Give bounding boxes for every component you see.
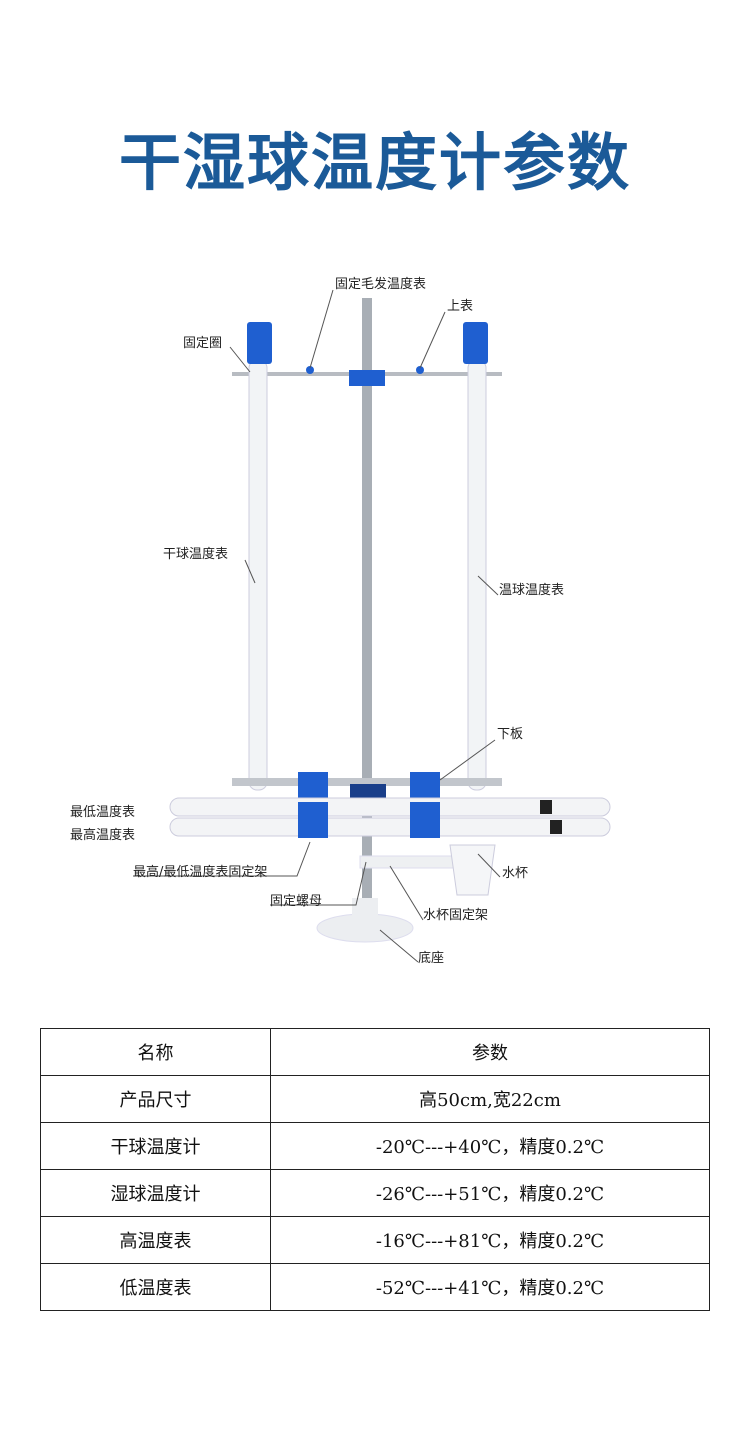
- table-row: 产品尺寸高50cm,宽22cm: [40, 1075, 710, 1123]
- table-row: 低温度表-52℃---+41℃，精度0.2℃: [40, 1263, 710, 1311]
- label-upper-plate: 上表: [447, 299, 474, 314]
- cell-name: 低温度表: [40, 1263, 271, 1311]
- label-wet-bulb: 温球温度表: [499, 583, 565, 598]
- cell-value: -20℃---+40℃，精度0.2℃: [270, 1122, 710, 1170]
- cell-value: 高50cm,宽22cm: [270, 1075, 710, 1123]
- table-row: 干球温度计-20℃---+40℃，精度0.2℃: [40, 1122, 710, 1170]
- cell-name: 产品尺寸: [40, 1075, 271, 1123]
- dry-bulb-cap: [247, 322, 272, 364]
- wet-bulb-thermometer: [467, 359, 487, 791]
- cell-value: -26℃---+51℃，精度0.2℃: [270, 1169, 710, 1217]
- wet-bulb-cap: [463, 322, 488, 364]
- water-cup: [449, 844, 496, 896]
- label-min-thermometer: 最低温度表: [70, 805, 136, 820]
- label-hair-hygrometer-mount: 固定毛发温度表: [335, 277, 427, 292]
- label-fixing-ring: 固定圈: [183, 336, 223, 351]
- pole-clamp: [349, 370, 385, 386]
- table-header-row: 名称 参数: [40, 1028, 710, 1076]
- label-maxmin-mount: 最高/最低温度表固定架: [133, 865, 268, 880]
- page-title: 干湿球温度计参数: [118, 126, 631, 199]
- label-fixing-nut: 固定螺母: [270, 894, 323, 909]
- label-base: 底座: [418, 951, 445, 966]
- cell-name: 湿球温度计: [40, 1169, 271, 1217]
- cell-name: 干球温度计: [40, 1122, 271, 1170]
- label-lower-plate: 下板: [497, 727, 524, 742]
- max-thermometer: [169, 817, 611, 837]
- cell-name: 高温度表: [40, 1216, 271, 1264]
- table-row: 湿球温度计-26℃---+51℃，精度0.2℃: [40, 1169, 710, 1217]
- label-dry-bulb: 干球温度表: [163, 547, 229, 562]
- label-max-thermometer: 最高温度表: [70, 828, 136, 843]
- cell-value: -16℃---+81℃，精度0.2℃: [270, 1216, 710, 1264]
- central-pole: [362, 298, 372, 898]
- hygrometer-diagram: [133, 289, 611, 963]
- lower-plate: [232, 778, 502, 786]
- min-thermometer: [169, 797, 611, 817]
- table-row: 高温度表-16℃---+81℃，精度0.2℃: [40, 1216, 710, 1264]
- label-cup-mount: 水杯固定架: [423, 908, 489, 923]
- spec-table: 名称 参数 产品尺寸高50cm,宽22cm 干球温度计-20℃---+40℃，精…: [40, 1028, 710, 1311]
- header-param: 参数: [270, 1028, 710, 1076]
- label-water-cup: 水杯: [502, 866, 529, 881]
- cell-value: -52℃---+41℃，精度0.2℃: [270, 1263, 710, 1311]
- header-name: 名称: [40, 1028, 271, 1076]
